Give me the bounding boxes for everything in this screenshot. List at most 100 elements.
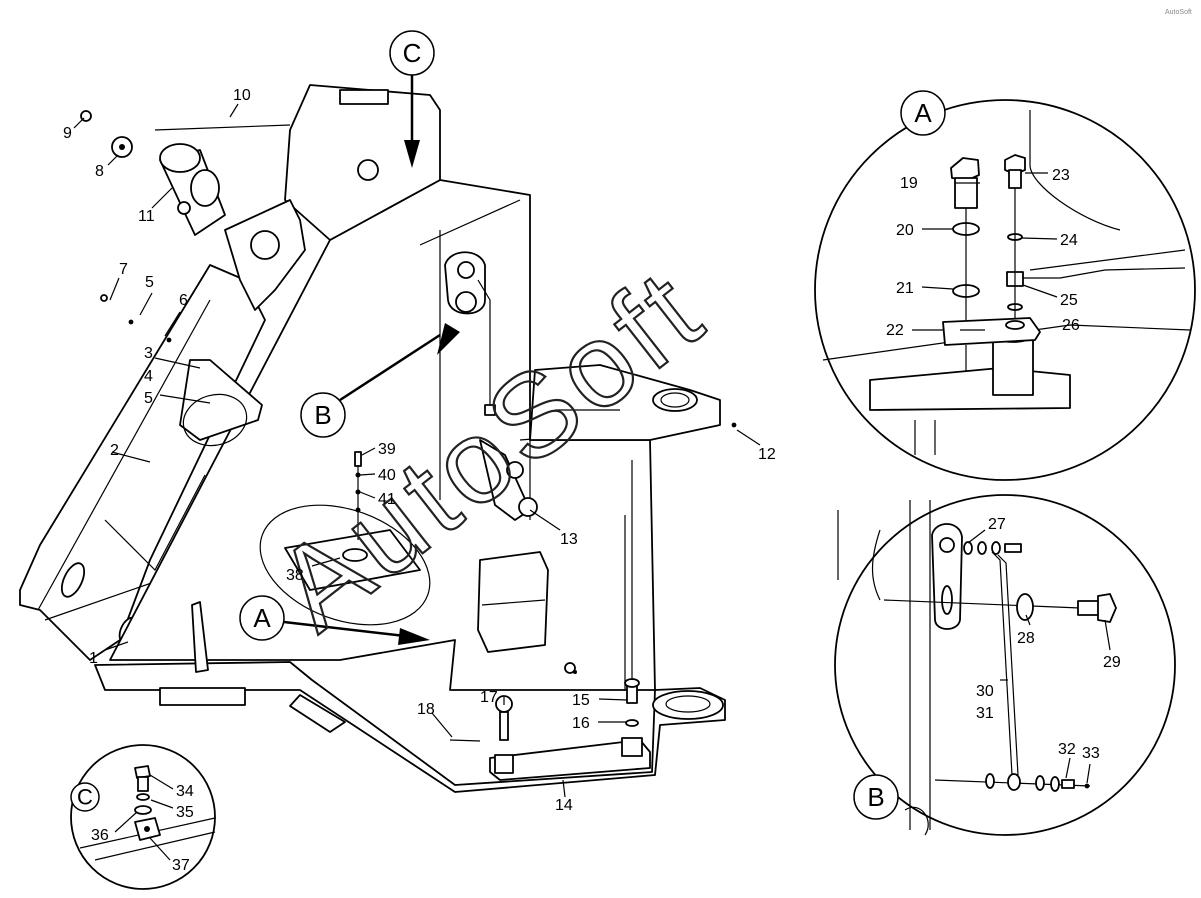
washer-b2 (1035, 775, 1045, 791)
nut-hole (564, 662, 576, 674)
main-frame (19, 84, 726, 793)
label-13: 13 (560, 531, 578, 548)
label-27: 27 (988, 516, 1006, 533)
detail-c-letter: C (77, 785, 93, 810)
corner-watermark: AutoSoft (1165, 9, 1192, 16)
cylinder-end (159, 143, 201, 173)
lower-pivot (506, 461, 524, 479)
side-box (529, 364, 721, 441)
label-20: 20 (896, 222, 914, 239)
washer-28 (1016, 593, 1034, 621)
label-4: 4 (144, 368, 153, 385)
label-10: 10 (233, 87, 251, 104)
label-19: 19 (900, 175, 918, 192)
washer-27c (991, 541, 1001, 555)
label-5a: 5 (144, 390, 153, 407)
bolt-34-shank (137, 776, 149, 792)
label-24: 24 (1060, 232, 1078, 249)
label-25: 25 (1060, 292, 1078, 309)
side-box-bore (652, 388, 698, 412)
plate-22 (942, 317, 1041, 346)
label-29: 29 (1103, 654, 1121, 671)
washer-b1 (985, 773, 995, 789)
label-40: 40 (378, 467, 396, 484)
label-21: 21 (896, 280, 914, 297)
leg-hole (60, 562, 86, 598)
label-7: 7 (119, 261, 128, 278)
label-1: 1 (89, 650, 98, 667)
label-36: 36 (91, 827, 109, 844)
pin-15-head (624, 678, 640, 688)
base-bore (652, 690, 724, 720)
label-5b: 5 (145, 274, 154, 291)
washer-36 (134, 805, 152, 815)
leader-lines (73, 103, 1111, 861)
arm-hole (250, 230, 280, 260)
label-15: 15 (572, 692, 590, 709)
cable-end-b (1007, 773, 1021, 791)
label-14: 14 (555, 797, 573, 814)
base-plate-tab (289, 694, 346, 733)
detail-a-letter: A (914, 98, 932, 128)
label-26: 26 (1062, 317, 1080, 334)
callout-c-letter: C (403, 38, 422, 68)
bolt-19 (950, 157, 980, 181)
label-18: 18 (417, 701, 435, 718)
label-28: 28 (1017, 630, 1035, 647)
bolt-39 (354, 451, 362, 467)
cable-clip (484, 404, 496, 416)
label-8: 8 (95, 163, 104, 180)
label-30: 30 (976, 683, 994, 700)
label-2: 2 (110, 442, 119, 459)
detail-c: C (70, 744, 216, 890)
detail-a: A (814, 90, 1196, 481)
callout-b-letter: B (314, 400, 331, 430)
label-37: 37 (172, 857, 190, 874)
pivot-hole-upper (457, 261, 475, 279)
screw-27 (1004, 543, 1022, 553)
washer-16 (625, 719, 639, 727)
cover-plate (179, 359, 263, 441)
label-38: 38 (286, 567, 304, 584)
screw-7 (100, 294, 108, 302)
gusset (191, 601, 209, 673)
detail-oval-38 (259, 504, 431, 626)
cable-10 (154, 124, 291, 131)
eyebolt-17-shank (499, 711, 509, 741)
upper-hole (357, 159, 379, 181)
callout-c: C (389, 30, 435, 168)
part-numbers: 1 2 3 4 5 5 6 7 8 9 10 11 12 13 14 15 16… (63, 87, 1121, 874)
callout-a: A (239, 595, 430, 645)
washer-35 (136, 793, 150, 801)
plate-27-hole (939, 537, 955, 553)
top-slot (339, 89, 389, 105)
label-16: 16 (572, 715, 590, 732)
washer-27b (977, 541, 987, 555)
plate-27-slot (941, 585, 953, 615)
detail-oval-5 (182, 393, 248, 447)
label-32: 32 (1058, 741, 1076, 758)
label-22: 22 (886, 322, 904, 339)
cylinder-pin (177, 201, 191, 215)
bolt-34 (134, 765, 151, 779)
label-33: 33 (1082, 745, 1100, 762)
pivot-hole-lower (455, 291, 477, 313)
label-35: 35 (176, 804, 194, 821)
washer-27a (963, 541, 973, 555)
link-end-right (621, 737, 643, 757)
screw-32 (1061, 779, 1075, 789)
bolt-29-head (1097, 593, 1117, 623)
detail-a-post (992, 334, 1034, 396)
label-34: 34 (176, 783, 194, 800)
label-11: 11 (138, 208, 155, 225)
label-39: 39 (378, 441, 396, 458)
bolt-29-shank (1077, 600, 1101, 616)
label-31: 31 (976, 705, 994, 722)
base-plate (94, 661, 726, 793)
label-17: 17 (480, 689, 498, 706)
link-bar-14 (489, 737, 651, 781)
link-end-left (494, 754, 514, 774)
callout-b: B (300, 323, 460, 438)
label-3: 3 (144, 345, 153, 362)
